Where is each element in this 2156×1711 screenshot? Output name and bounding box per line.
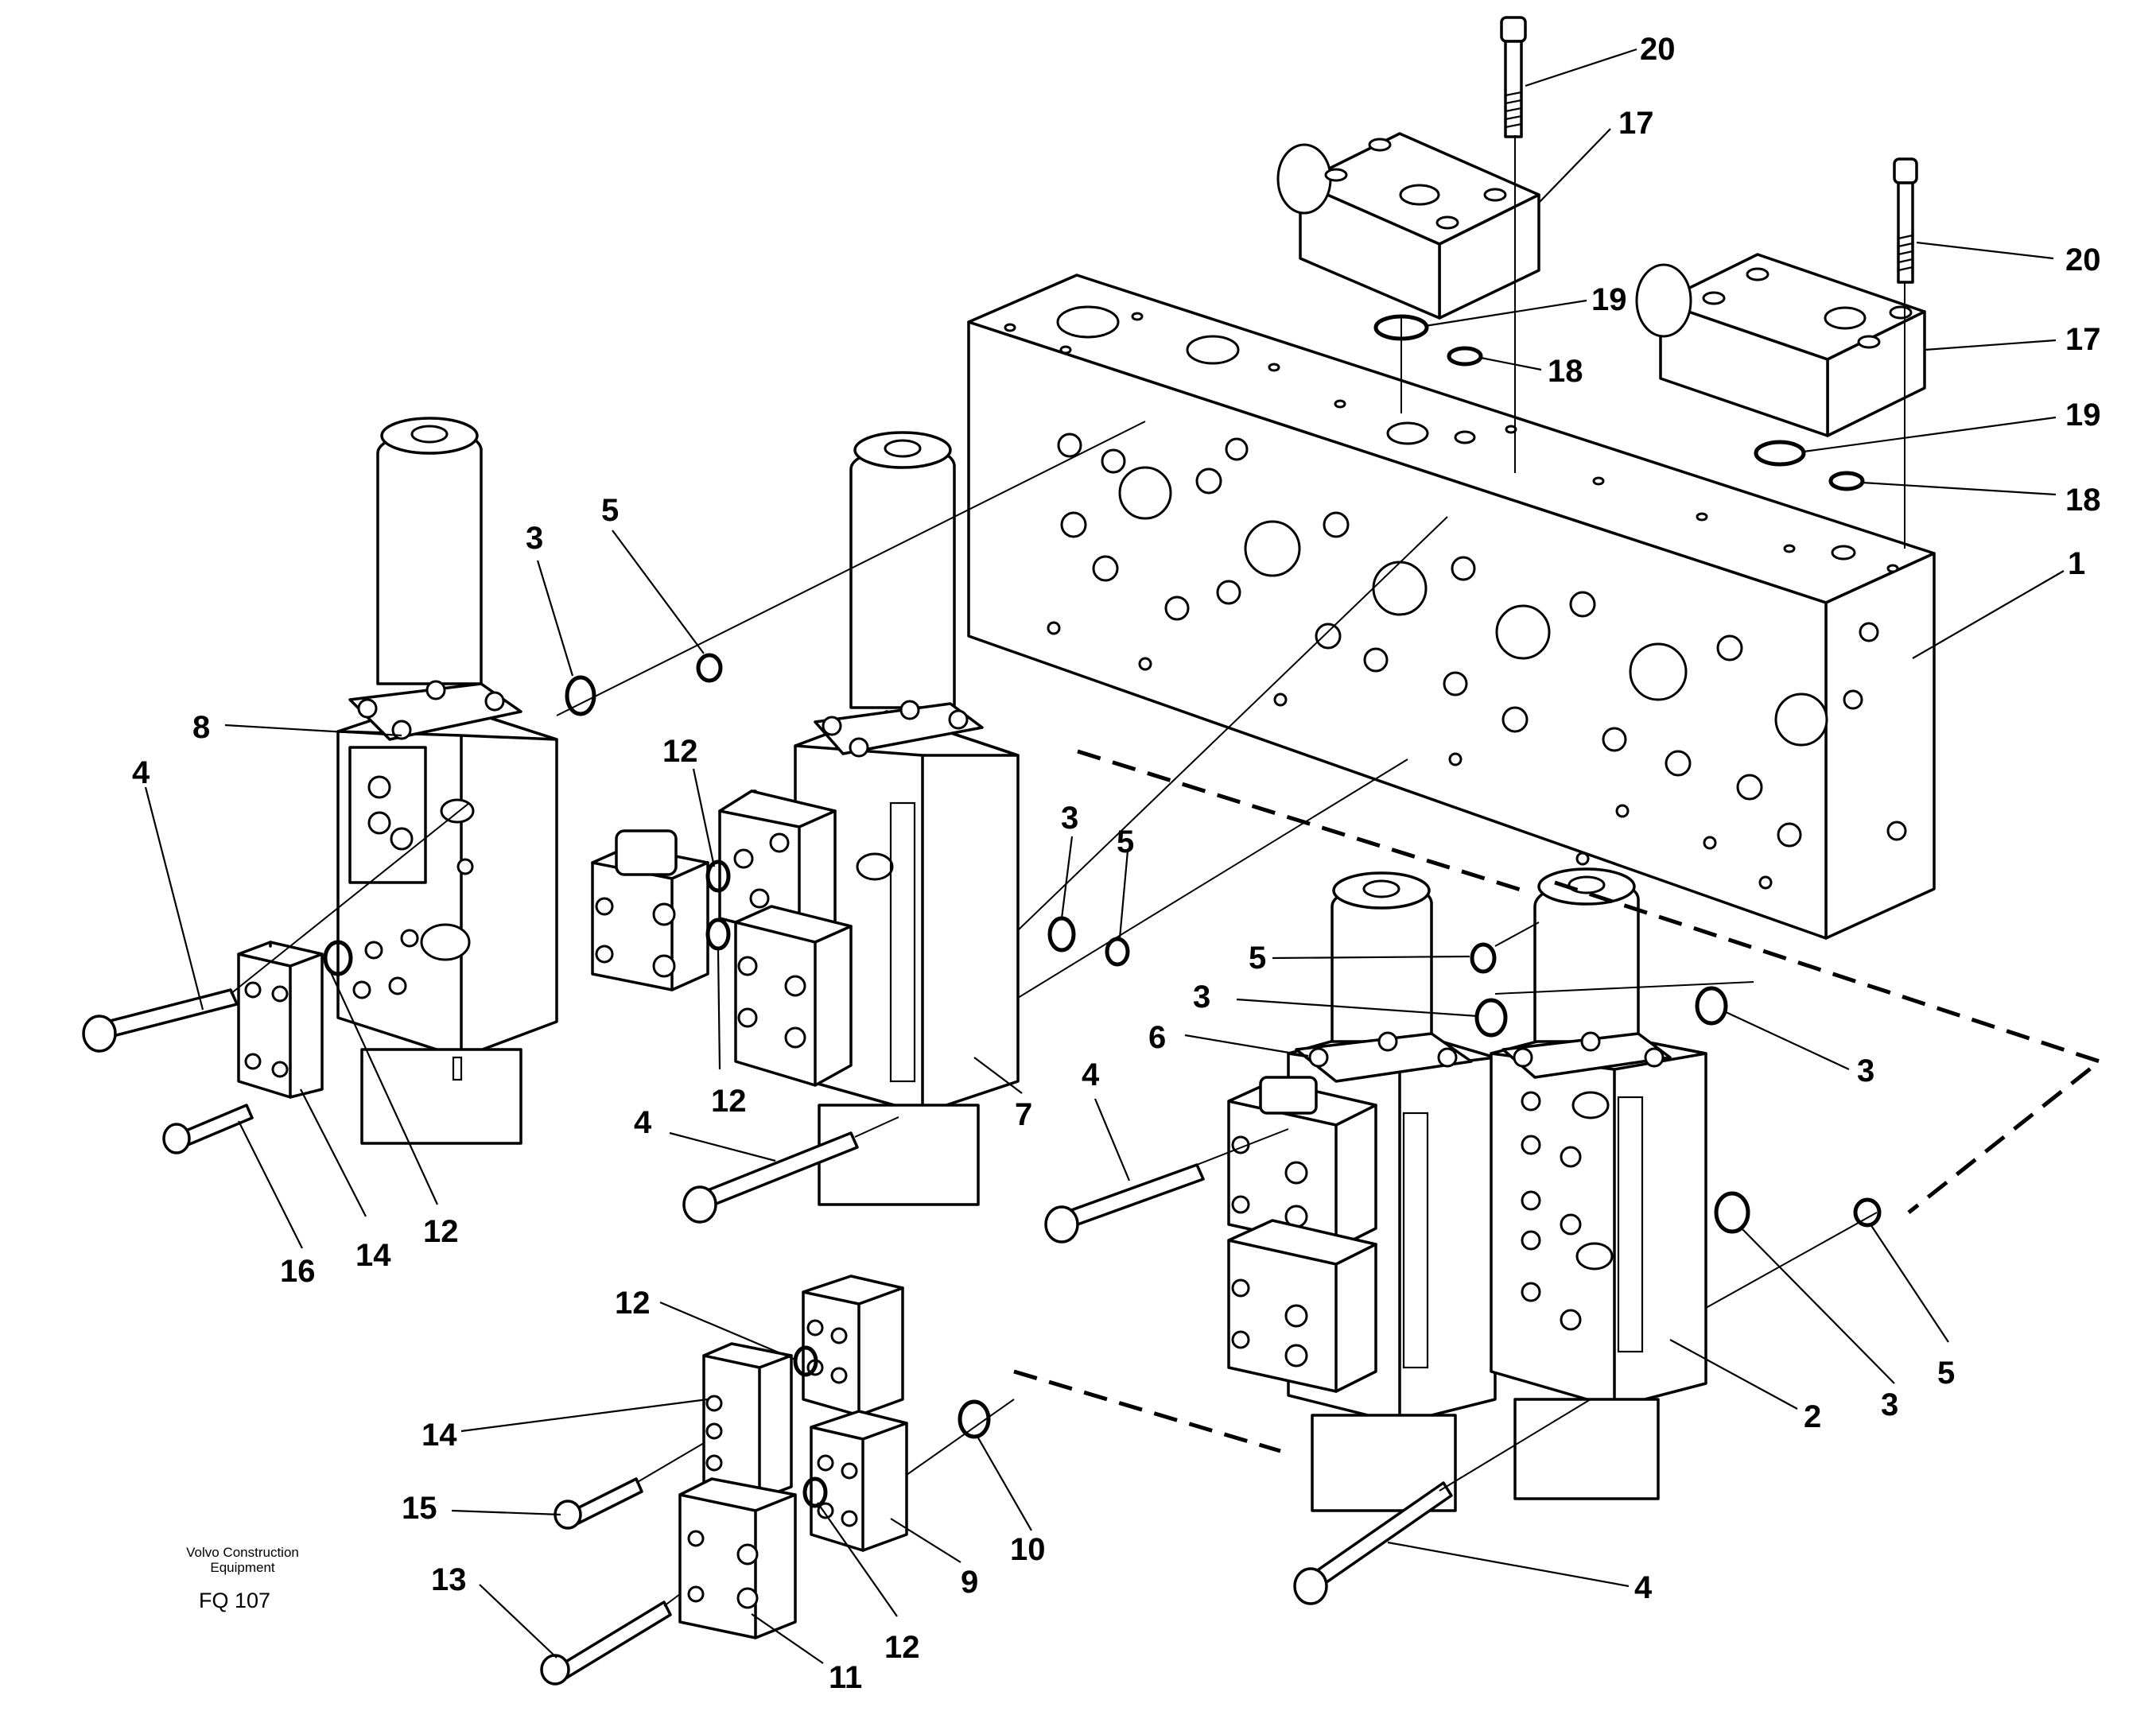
callout-20-top: 20 <box>1640 32 1676 67</box>
assembly-axes <box>230 135 1905 1607</box>
directional-valve-left <box>336 417 558 1145</box>
callout-19-top: 19 <box>1591 282 1627 317</box>
callout-16: 16 <box>280 1254 316 1289</box>
callout-4-right: 4 <box>1082 1057 1100 1092</box>
callout-12-very-bottom: 12 <box>884 1630 920 1665</box>
block-11 <box>678 1477 797 1639</box>
callout-5-right-block: 5 <box>1249 941 1266 976</box>
solenoid-block-right <box>1635 253 1926 437</box>
callout-18-top: 18 <box>1548 354 1583 389</box>
solenoid-6-upper <box>1227 1076 1377 1250</box>
callout-1: 1 <box>2068 546 2085 581</box>
bolt-15 <box>554 1477 643 1530</box>
cover-plate-upper <box>237 941 324 1099</box>
callout-labels: 20 17 20 19 17 18 19 18 1 3 5 8 4 12 3 5… <box>132 32 2101 1695</box>
callout-4-bottom: 4 <box>1634 1570 1653 1605</box>
o-rings <box>323 653 1882 1508</box>
callout-3-right-block: 3 <box>1193 980 1210 1015</box>
callout-5-left: 5 <box>601 493 619 528</box>
block-9-lower <box>810 1410 908 1552</box>
bolt-4-bottom <box>1293 1481 1453 1605</box>
callout-11: 11 <box>829 1660 862 1695</box>
callout-4-mid: 4 <box>634 1105 652 1140</box>
callout-10: 10 <box>1010 1532 1046 1567</box>
callout-13: 13 <box>431 1562 467 1597</box>
block-9-upper <box>802 1275 904 1417</box>
screw-top <box>1500 16 1527 138</box>
solenoid-middle-upper <box>718 790 837 940</box>
callout-17-top: 17 <box>1618 106 1654 141</box>
callout-3-bottom-right: 3 <box>1881 1387 1898 1422</box>
company-name-line1: Volvo Construction <box>186 1545 299 1560</box>
valve-manifold-block <box>967 274 1936 940</box>
solenoid-middle-lower <box>734 905 853 1087</box>
callout-7: 7 <box>1015 1097 1032 1132</box>
company-name-line2: Equipment <box>210 1560 275 1575</box>
callout-5-mid: 5 <box>1117 824 1134 859</box>
bolt-13 <box>540 1600 672 1686</box>
callout-9: 9 <box>961 1565 978 1600</box>
bolt-4-mid <box>682 1131 859 1224</box>
coupling-block-middle <box>591 829 709 991</box>
bolt-16 <box>162 1104 254 1154</box>
bolt-4-right <box>1044 1163 1205 1243</box>
callout-18-right: 18 <box>2065 483 2101 518</box>
leader-lines <box>144 48 2065 1664</box>
callout-14-upper: 14 <box>355 1238 391 1273</box>
screw-right <box>1893 157 1918 284</box>
callout-3-left: 3 <box>526 521 543 556</box>
callout-5-bottom-right: 5 <box>1937 1356 1955 1391</box>
callout-12-bottom: 12 <box>615 1286 651 1321</box>
callout-4-left: 4 <box>132 755 150 790</box>
callout-2: 2 <box>1804 1399 1821 1434</box>
solenoid-6-lower <box>1227 1219 1377 1393</box>
callout-19-right: 19 <box>2065 398 2101 433</box>
figure-code: FQ 107 <box>199 1589 270 1612</box>
callout-6: 6 <box>1148 1020 1166 1055</box>
callout-12-lower-left: 12 <box>423 1214 459 1249</box>
callout-15: 15 <box>402 1491 437 1526</box>
figure-caption: Volvo Construction Equipment FQ 107 <box>186 1545 299 1612</box>
callout-12-middle: 12 <box>711 1084 747 1119</box>
directional-valve-2 <box>1490 867 1707 1500</box>
callout-12-upper: 12 <box>662 734 698 769</box>
callout-3-mid: 3 <box>1061 801 1078 836</box>
bolt-4-left <box>82 988 239 1053</box>
callout-3-far-right: 3 <box>1857 1053 1874 1088</box>
callout-17-right: 17 <box>2065 322 2101 357</box>
assembly-path-dashed <box>1013 749 2104 1453</box>
callout-20-right: 20 <box>2065 242 2101 277</box>
callout-8: 8 <box>192 710 210 745</box>
callout-14-bottom: 14 <box>421 1418 457 1453</box>
block-14-bottom <box>702 1342 793 1500</box>
solenoid-block-top <box>1276 132 1540 320</box>
